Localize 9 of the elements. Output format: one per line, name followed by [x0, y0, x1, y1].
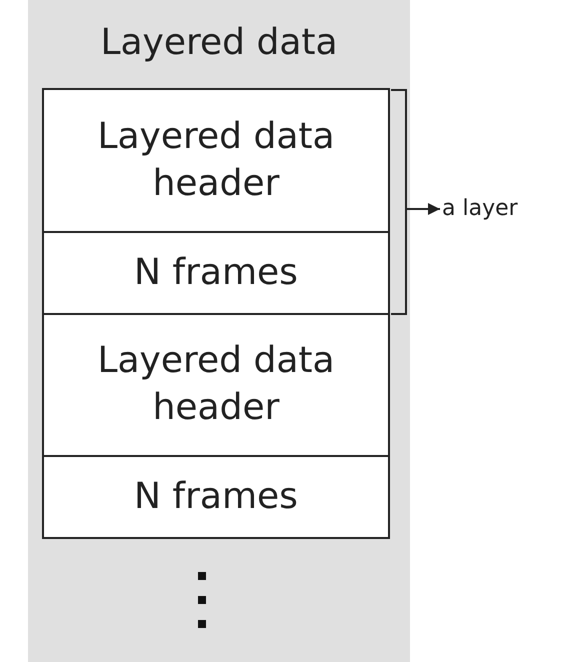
- header-block: Layered data header: [42, 88, 390, 233]
- arrow: [407, 203, 440, 215]
- frames-block: N frames: [42, 455, 390, 539]
- header-block: Layered data header: [42, 313, 390, 457]
- panel: [28, 0, 410, 662]
- panel-title: Layered data: [100, 21, 338, 65]
- frames-block: N frames: [42, 231, 390, 315]
- layer-label: a layer: [442, 192, 518, 226]
- bracket: [391, 89, 407, 315]
